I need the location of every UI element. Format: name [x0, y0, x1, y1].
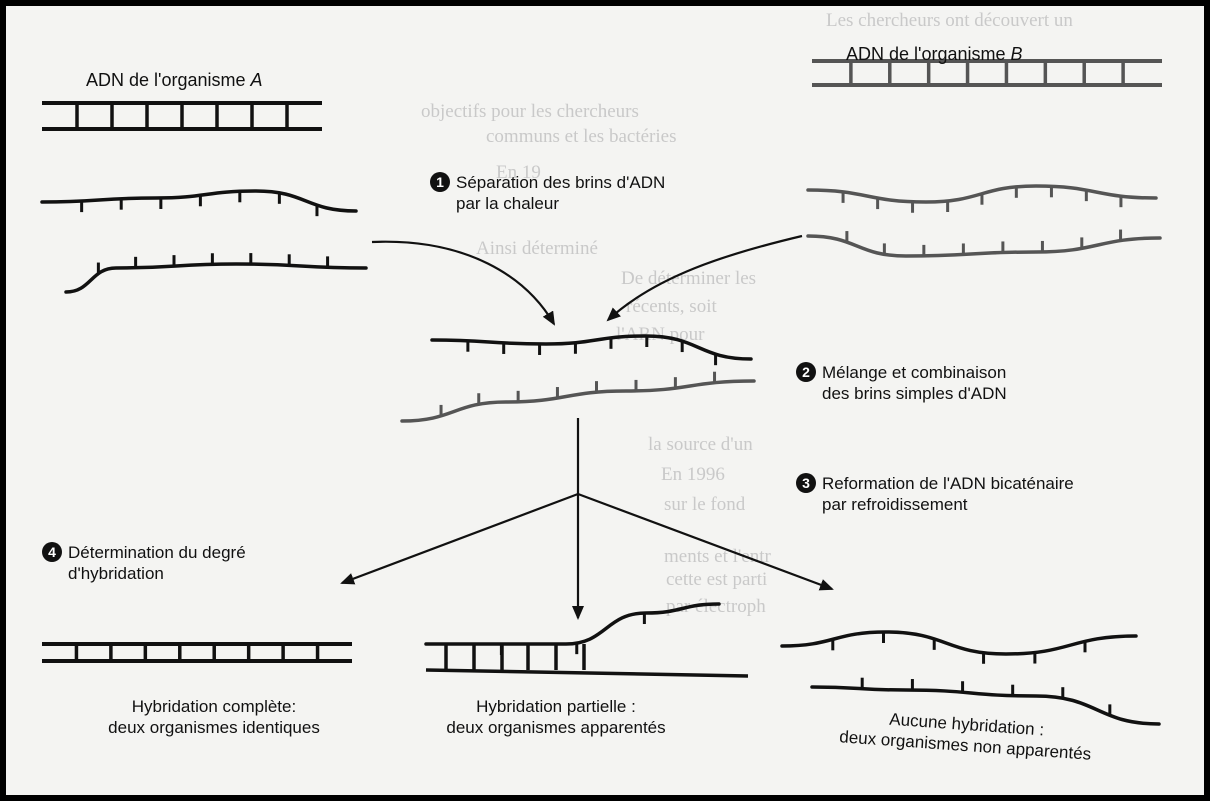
strand-b-single-2 — [806, 229, 1162, 258]
arrow-to-none — [577, 492, 834, 591]
step-1-label: 1 Séparation des brins d'ADN par la chale… — [430, 172, 665, 214]
arrow-b-to-mix — [606, 234, 803, 322]
outcome-complete-desc: deux organismes identiques — [108, 718, 320, 737]
strand-no-hybrid-a — [780, 630, 1138, 664]
organism-b-label: ADN de l'organisme B — [846, 44, 1023, 64]
strand-b-single-2-backbone — [806, 234, 1162, 258]
step-3-text: Reformation de l'ADN bicaténaire par ref… — [822, 474, 1074, 514]
step-1-number: 1 — [430, 172, 450, 192]
step-2-text: Mélange et combinaison des brins simples… — [822, 363, 1007, 403]
strand-b-single-1 — [806, 184, 1158, 213]
step-2-label: 2 Mélange et combinaison des brins simple… — [796, 362, 1007, 404]
outcome-complete-title: Hybridation complète: — [131, 697, 297, 716]
step-2-number: 2 — [796, 362, 816, 382]
dna-hybrid-partial-top-strand-backbone — [424, 602, 721, 646]
strand-a-single-2-backbone — [64, 262, 368, 294]
strand-a-single-2 — [64, 253, 368, 294]
strand-a-single-1 — [40, 189, 358, 217]
strand-no-hybrid-b — [810, 677, 1161, 726]
strand-mixed-a-backbone — [430, 334, 753, 361]
organism-a-label: ADN de l'organisme A — [86, 70, 263, 90]
strand-no-hybrid-a-backbone — [780, 630, 1138, 656]
dna-hybrid-partial-bottom-strand — [425, 668, 749, 678]
outcome-complete: Hybridation complète: deux organismes id… — [64, 696, 364, 738]
strand-a-single-1-backbone — [40, 189, 358, 213]
step-4-label: 4 Détermination du degré d'hybridation — [42, 542, 246, 584]
dna-organism-a — [42, 101, 322, 131]
step-1-text: Séparation des brins d'ADN par la chaleu… — [456, 173, 666, 213]
step-4-number: 4 — [42, 542, 62, 562]
step-4-text: Détermination du degré d'hybridation — [68, 543, 246, 583]
outcome-partial: Hybridation partielle : deux organismes … — [411, 696, 701, 738]
arrow-to-complete — [340, 492, 579, 585]
dna-hybrid-partial-top-strand — [424, 602, 721, 655]
strand-no-hybrid-b-backbone — [810, 685, 1161, 726]
dna-organism-b — [812, 59, 1162, 87]
strand-mixed-b-backbone — [400, 379, 756, 423]
step-3-number: 3 — [796, 473, 816, 493]
step-3-label: 3 Reformation de l'ADN bicaténaire par re… — [796, 473, 1074, 515]
hybridation-diagram — [40, 59, 1162, 726]
outcome-partial-desc: deux organismes apparentés — [446, 718, 666, 737]
arrow-a-to-mix — [371, 240, 556, 326]
strand-mixed-b — [400, 371, 756, 423]
dna-hybrid-partial — [425, 644, 749, 678]
strand-mixed-a — [430, 334, 753, 366]
dna-hybrid-complete — [42, 642, 352, 663]
outcome-partial-title: Hybridation partielle : — [476, 697, 636, 716]
